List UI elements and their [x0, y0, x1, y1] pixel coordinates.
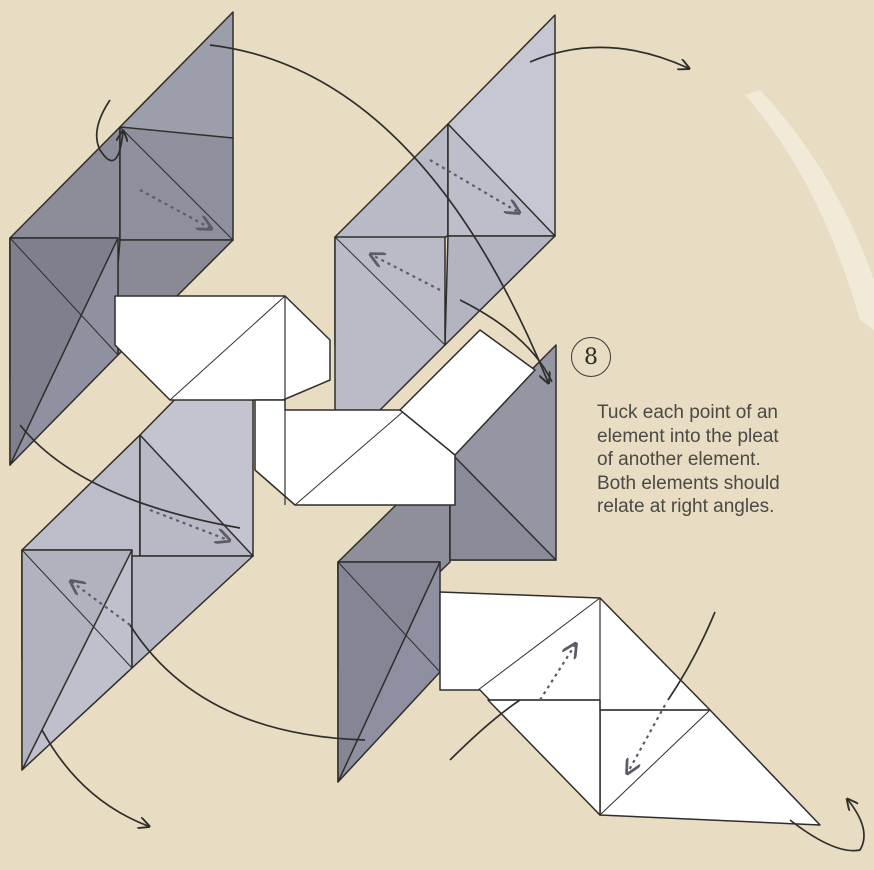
instruction-line: relate at right angles.	[597, 495, 867, 519]
paper-highlight	[745, 90, 874, 330]
curved-arrow-icon	[130, 625, 365, 740]
step-number-badge: 8	[571, 337, 611, 377]
instruction-line: Both elements should	[597, 472, 867, 496]
instruction-line: of another element.	[597, 448, 867, 472]
instruction-line: element into the pleat	[597, 425, 867, 449]
instruction-line: Tuck each point of an	[597, 401, 867, 425]
step-number: 8	[584, 345, 598, 370]
curved-arrow-icon	[42, 730, 148, 826]
instruction-text: Tuck each point of an element into the p…	[597, 401, 867, 519]
